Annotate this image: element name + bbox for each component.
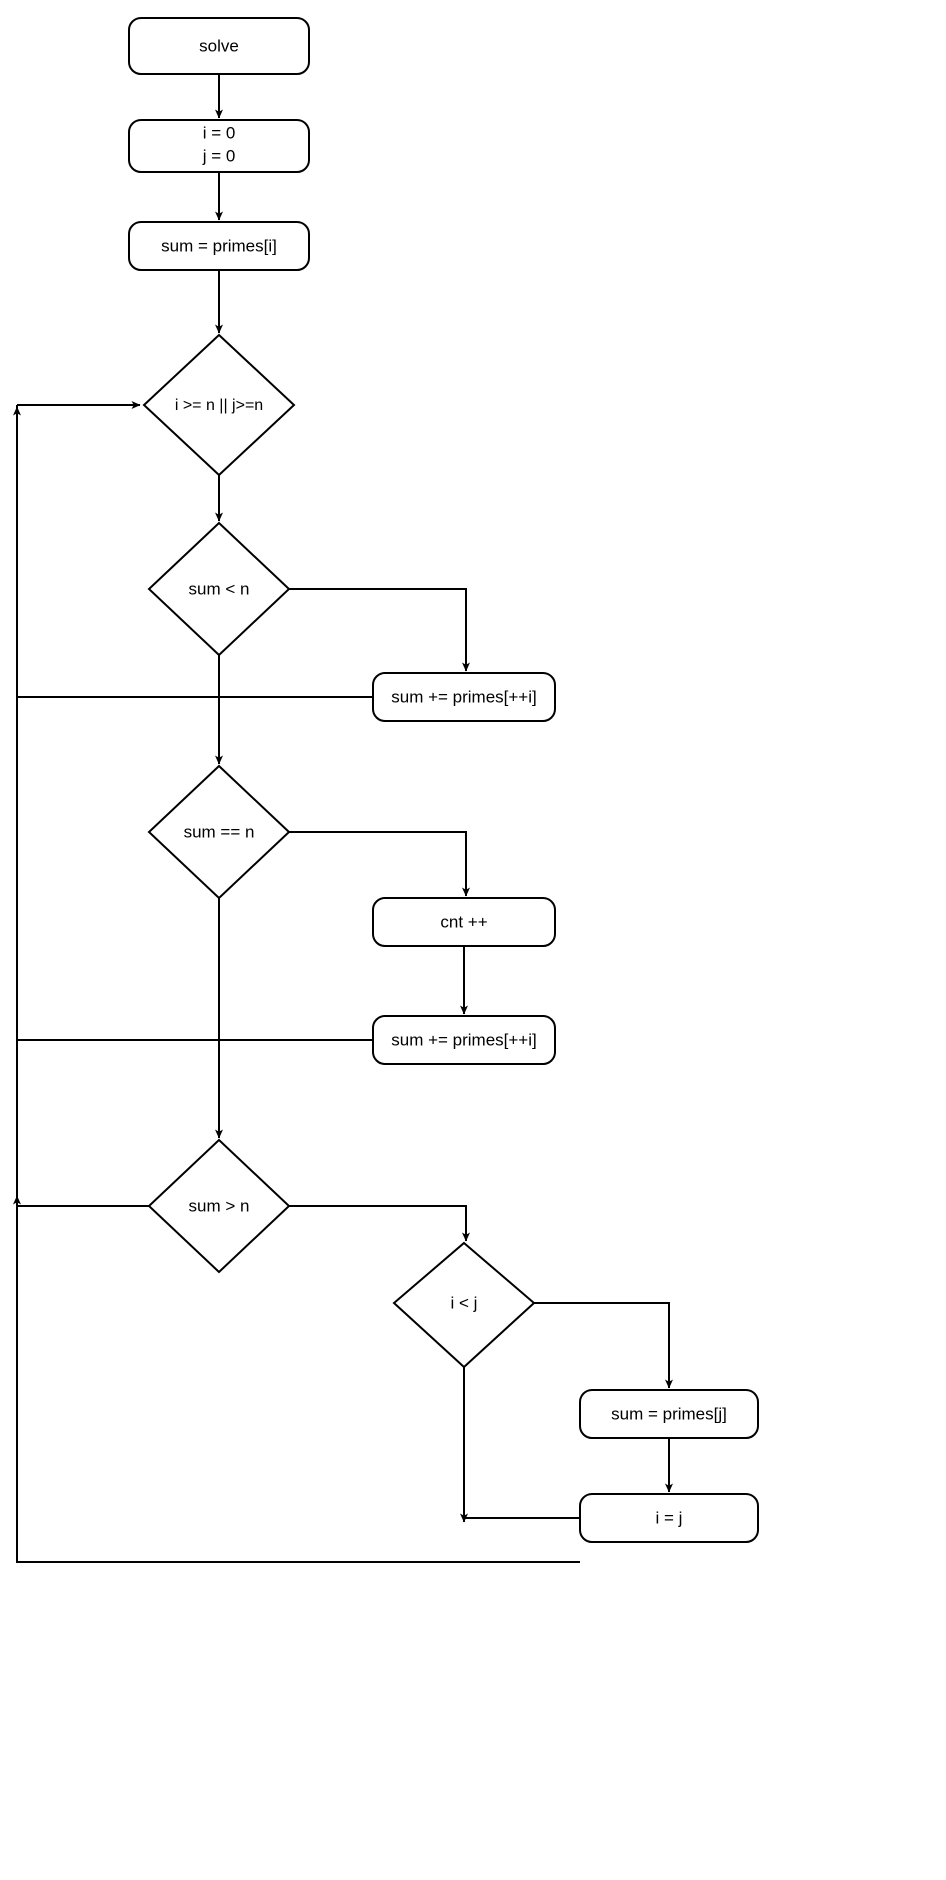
node-init-shape[interactable] bbox=[128, 119, 310, 173]
node-i-eq-j-label: i = j bbox=[656, 1508, 683, 1527]
node-cond-ij-shape[interactable] bbox=[392, 1241, 536, 1369]
nodes-layer: solve i = 0 j = 0 sum = primes[i] i >= n… bbox=[128, 17, 759, 1543]
node-i-eq-j-shape[interactable] bbox=[579, 1493, 759, 1543]
node-add-eq[interactable]: sum += primes[++i] bbox=[372, 1015, 556, 1065]
edge-sum-gt-to-i-lt-j bbox=[289, 1205, 470, 1242]
node-cond-bounds[interactable]: i >= n || j>=n bbox=[142, 333, 296, 477]
edge-sum-eq-to-cnt bbox=[289, 831, 470, 897]
edge-sum-lt-to-add-lt bbox=[289, 588, 470, 672]
node-solve-label: solve bbox=[199, 36, 239, 55]
node-sum-pj-label: sum = primes[j] bbox=[611, 1404, 727, 1423]
node-init[interactable]: i = 0 j = 0 bbox=[128, 119, 310, 173]
node-cnt-inc-label: cnt ++ bbox=[440, 912, 487, 931]
node-cond-gt[interactable]: sum > n bbox=[147, 1138, 291, 1274]
edges-layer bbox=[13, 74, 673, 1563]
edge-add-eq-loopback bbox=[16, 405, 373, 1041]
node-add-lt[interactable]: sum += primes[++i] bbox=[372, 672, 556, 722]
node-cond-lt-shape[interactable] bbox=[147, 521, 291, 657]
node-solve-shape[interactable] bbox=[128, 17, 310, 75]
node-i-eq-j[interactable]: i = j bbox=[579, 1493, 759, 1543]
node-cond-lt[interactable]: sum < n bbox=[147, 521, 291, 657]
node-cond-bounds-shape[interactable] bbox=[142, 333, 296, 477]
edge-i-lt-j-to-sum-pj bbox=[534, 1302, 673, 1389]
node-cond-bounds-label: i >= n || j>=n bbox=[175, 397, 263, 414]
node-init-label-line2: j = 0 bbox=[202, 146, 236, 165]
node-add-lt-shape[interactable] bbox=[372, 672, 556, 722]
node-sum-init-shape[interactable] bbox=[128, 221, 310, 271]
node-sum-pj[interactable]: sum = primes[j] bbox=[579, 1389, 759, 1439]
node-cond-eq-shape[interactable] bbox=[147, 764, 291, 900]
edge-sum-gt-loopback bbox=[13, 1195, 149, 1207]
node-sum-init-label: sum = primes[i] bbox=[161, 236, 277, 255]
node-cond-gt-shape[interactable] bbox=[147, 1138, 291, 1274]
node-add-lt-label: sum += primes[++i] bbox=[391, 687, 537, 706]
node-add-eq-shape[interactable] bbox=[372, 1015, 556, 1065]
node-cond-ij[interactable]: i < j bbox=[392, 1241, 536, 1369]
edge-i-eq-j-loopback bbox=[13, 406, 580, 1563]
node-cond-ij-label: i < j bbox=[451, 1293, 478, 1312]
node-sum-init[interactable]: sum = primes[i] bbox=[128, 221, 310, 271]
node-add-eq-label: sum += primes[++i] bbox=[391, 1030, 537, 1049]
node-cnt-inc-shape[interactable] bbox=[372, 897, 556, 947]
node-solve[interactable]: solve bbox=[128, 17, 310, 75]
node-cond-eq-label: sum == n bbox=[184, 822, 255, 841]
node-cnt-inc[interactable]: cnt ++ bbox=[372, 897, 556, 947]
node-sum-pj-shape[interactable] bbox=[579, 1389, 759, 1439]
node-init-label-line1: i = 0 bbox=[203, 123, 236, 142]
node-cond-gt-label: sum > n bbox=[189, 1196, 250, 1215]
node-cond-eq[interactable]: sum == n bbox=[147, 764, 291, 900]
node-cond-lt-label: sum < n bbox=[189, 579, 250, 598]
